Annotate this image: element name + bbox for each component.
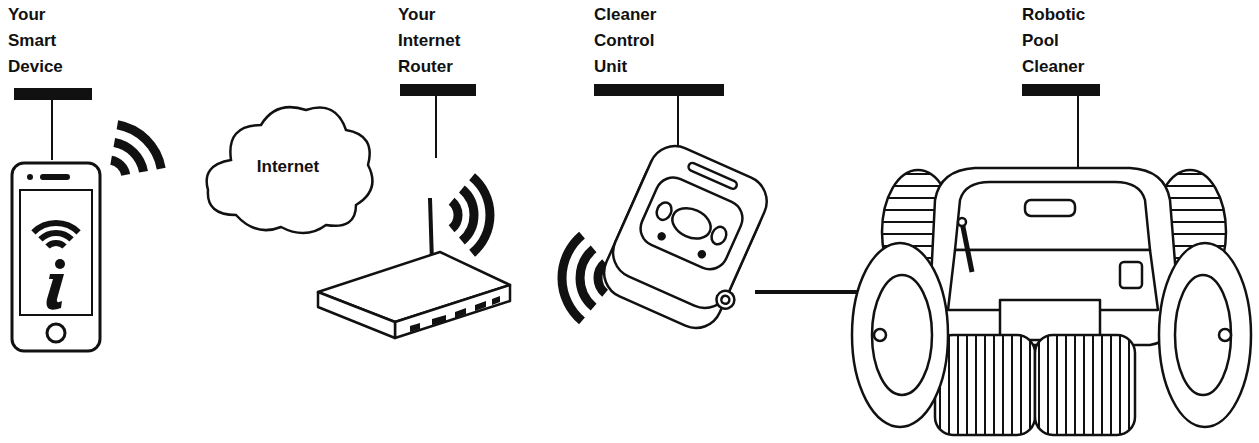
control-unit	[596, 138, 783, 340]
label-bars	[14, 84, 1100, 100]
cloud-label: Internet	[257, 157, 319, 177]
wifi-signal	[111, 125, 161, 175]
pool-cleaner	[852, 168, 1251, 435]
smart-phone	[12, 163, 100, 351]
wifi-signal	[452, 177, 490, 254]
callout-label: Robotic Pool Cleaner	[1022, 2, 1085, 80]
callout-label: Cleaner Control Unit	[594, 2, 656, 80]
wifi-signal	[562, 235, 605, 321]
callout-label: Your Smart Device	[8, 2, 63, 80]
leader-lines	[52, 96, 1078, 168]
callout-label: Your Internet Router	[398, 2, 460, 80]
cloud-shape: Internet	[196, 95, 381, 240]
